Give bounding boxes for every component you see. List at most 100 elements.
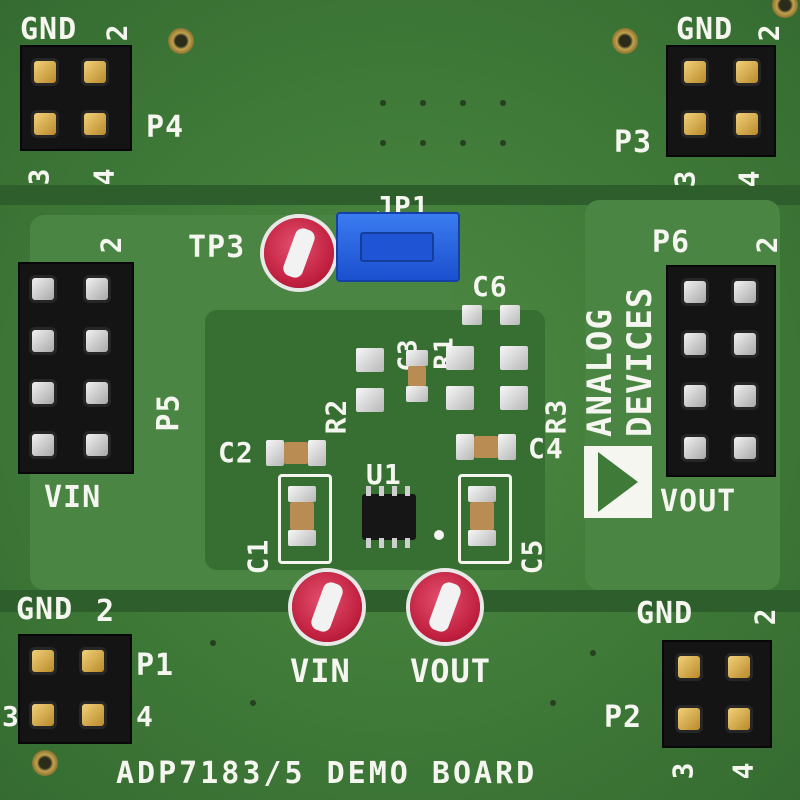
via (500, 100, 506, 106)
p5-pin-7[interactable] (32, 434, 54, 456)
jumper-jp1-cap (360, 232, 434, 262)
p5-pin-3[interactable] (32, 330, 54, 352)
p6-label: P6 (652, 225, 691, 260)
p5-pin-1[interactable] (32, 278, 54, 300)
capacitor-c4[interactable] (474, 436, 498, 458)
c3-pad-top (406, 350, 428, 366)
capacitor-c5[interactable] (470, 502, 494, 530)
p4-pin-3[interactable] (34, 113, 56, 135)
via (460, 100, 466, 106)
p6-pin-6[interactable] (734, 385, 756, 407)
via (380, 100, 386, 106)
p6-pin2-label: 2 (750, 235, 784, 254)
r3-pad-bottom (500, 386, 528, 410)
c4-pad-right (498, 434, 516, 460)
via (420, 140, 426, 146)
u1-pin (366, 538, 371, 548)
p5-pin-8[interactable] (86, 434, 108, 456)
p2-gnd-label: GND (636, 596, 694, 631)
p5-pin-2[interactable] (86, 278, 108, 300)
p2-pin-2[interactable] (728, 656, 750, 678)
logo-triangle-icon (598, 452, 638, 512)
header-p2[interactable] (662, 640, 772, 748)
vin-testpoint-label: VIN (290, 652, 351, 690)
p6-pin-7[interactable] (684, 437, 706, 459)
p5-pin-5[interactable] (32, 382, 54, 404)
capacitor-c2[interactable] (284, 442, 308, 464)
p4-pin-1[interactable] (34, 61, 56, 83)
capacitor-c3[interactable] (408, 366, 426, 386)
p4-pin-4[interactable] (84, 113, 106, 135)
analog-devices-logo (584, 446, 652, 518)
p6-pin-4[interactable] (734, 333, 756, 355)
p6-pin-3[interactable] (684, 333, 706, 355)
c6-label: C6 (472, 270, 508, 303)
logo-text-devices: DEVICES (620, 286, 660, 437)
header-p5[interactable] (18, 262, 134, 474)
p1-pin-3[interactable] (32, 704, 54, 726)
p3-label: P3 (614, 125, 653, 160)
c1-pad-bottom (288, 530, 316, 546)
capacitor-c1[interactable] (290, 502, 314, 530)
via (460, 140, 466, 146)
header-p6[interactable] (666, 265, 776, 477)
p1-pin3-label: 3 (2, 700, 20, 733)
p5-pin-4[interactable] (86, 330, 108, 352)
p4-pin-2[interactable] (84, 61, 106, 83)
p6-pin-2[interactable] (734, 281, 756, 303)
header-p3[interactable] (666, 45, 776, 157)
c5-pad-bottom (468, 530, 496, 546)
p4-pin3-label: 3 (22, 167, 56, 186)
p1-pin-2[interactable] (82, 650, 104, 672)
u1-pin (405, 486, 410, 496)
u1-pin (392, 538, 397, 548)
p3-pin3-label: 3 (668, 169, 702, 188)
p6-pin-8[interactable] (734, 437, 756, 459)
p4-label: P4 (146, 110, 185, 145)
mounting-hole-top-right-corner (772, 0, 798, 18)
header-p1[interactable] (18, 634, 132, 744)
p3-gnd-label: GND (676, 12, 734, 47)
r3-label: R3 (539, 398, 573, 435)
p3-pin4-label: 4 (732, 169, 766, 188)
p3-pin-1[interactable] (684, 61, 706, 83)
via (500, 140, 506, 146)
c1-label: C1 (241, 538, 275, 575)
p2-pin-1[interactable] (678, 656, 700, 678)
p5-pin-6[interactable] (86, 382, 108, 404)
r2-label: R2 (319, 398, 353, 435)
u1-pin (366, 486, 371, 496)
c4-label: C4 (528, 432, 564, 465)
p1-pin4-label: 4 (136, 700, 154, 733)
p3-pin-3[interactable] (684, 113, 706, 135)
c4-pad-left (456, 434, 474, 460)
c5-outline (458, 474, 512, 564)
p6-pin-5[interactable] (684, 385, 706, 407)
p2-pin-3[interactable] (678, 708, 700, 730)
via (420, 100, 426, 106)
test-point-vout[interactable] (410, 572, 480, 642)
regulator-u1[interactable] (362, 486, 416, 548)
via (550, 700, 556, 706)
r1-pad-top (446, 346, 474, 370)
p1-pin2-label: 2 (96, 594, 116, 629)
u1-label: U1 (366, 458, 402, 491)
p2-pin3-label: 3 (666, 761, 700, 780)
p3-pin-4[interactable] (736, 113, 758, 135)
via (250, 700, 256, 706)
p6-pin-1[interactable] (684, 281, 706, 303)
test-point-tp3[interactable] (264, 218, 334, 288)
mounting-hole-bottom-left (32, 750, 58, 776)
p5-vin-label: VIN (44, 480, 102, 515)
u1-pin (379, 538, 384, 548)
logo-text-analog: ANALOG (580, 308, 620, 437)
header-p4[interactable] (20, 45, 132, 151)
p3-pin-2[interactable] (736, 61, 758, 83)
p2-pin-4[interactable] (728, 708, 750, 730)
jumper-jp1[interactable] (336, 212, 460, 282)
p5-label: P5 (151, 393, 187, 432)
test-point-vin[interactable] (292, 572, 362, 642)
p1-pin-4[interactable] (82, 704, 104, 726)
c2-pad-left (266, 440, 284, 466)
p1-pin-1[interactable] (32, 650, 54, 672)
